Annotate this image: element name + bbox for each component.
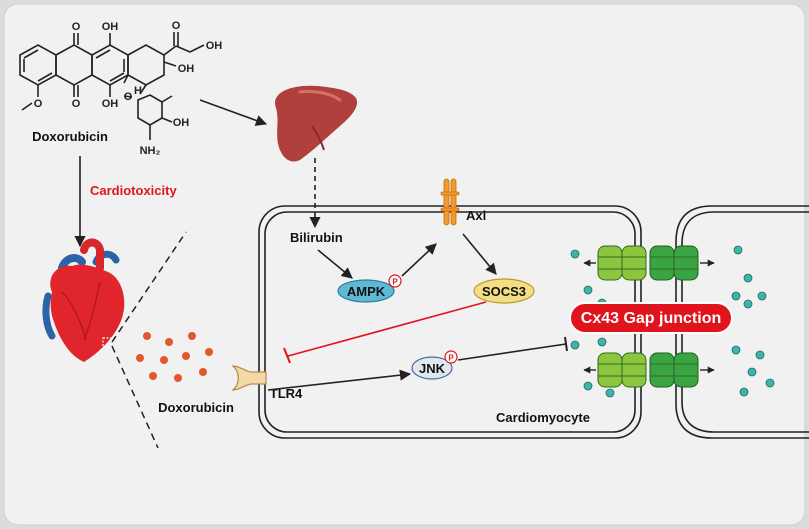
zoom-line-top <box>111 231 187 343</box>
socs3-node: SOCS3 <box>473 278 535 304</box>
jnk-node: JNK <box>411 356 453 380</box>
inhibition-socs3-to-tlr4 <box>287 301 487 357</box>
doxorubicin-label: Doxorubicin <box>32 129 108 144</box>
svg-text:OH: OH <box>178 63 195 75</box>
arrow-dox-to-liver <box>199 99 268 126</box>
figure-panel <box>3 3 806 526</box>
svg-text:JNK: JNK <box>419 361 446 376</box>
liver-icon <box>275 85 358 162</box>
ampk-node: AMPK <box>337 279 395 303</box>
svg-text:O: O <box>72 21 81 33</box>
arrow-axl-to-socs3 <box>462 233 497 275</box>
svg-text:O: O <box>34 98 43 110</box>
svg-text:O: O <box>72 98 81 110</box>
svg-text:OH: OH <box>173 117 190 129</box>
svg-text:O: O <box>172 20 181 32</box>
jnk-phospho-badge: P <box>444 350 458 364</box>
neighbor-cell-outer <box>675 205 809 439</box>
svg-text:SOCS3: SOCS3 <box>482 284 526 299</box>
ampk-phospho-badge: P <box>388 274 402 288</box>
gap-junction-top <box>583 245 715 281</box>
svg-text:AMPK: AMPK <box>347 284 386 299</box>
svg-text:P: P <box>392 278 398 287</box>
tlr4-label: TLR4 <box>270 386 303 401</box>
svg-text:Cx43 Gap junction: Cx43 Gap junction <box>581 310 721 327</box>
tlr4-receptor-icon <box>231 365 267 391</box>
axl-label: Axl <box>466 208 486 223</box>
doxorubicin-structure <box>19 32 205 140</box>
doxorubicin-atom-labels: O O O OH OH O OH OH H O OH NH₂ <box>34 20 223 157</box>
svg-text:NH₂: NH₂ <box>140 145 161 157</box>
gap-junction-bottom <box>583 352 715 388</box>
svg-text:H: H <box>134 85 142 97</box>
doxorubicin-particles <box>136 332 213 382</box>
svg-text:P: P <box>448 354 454 363</box>
inhibition-jnk-to-cx43 <box>457 343 567 361</box>
cardiotoxicity-label: Cardiotoxicity <box>90 183 177 198</box>
arrow-tlr4-to-jnk <box>267 369 412 391</box>
doxorubicin-outside-label: Doxorubicin <box>158 400 234 415</box>
bilirubin-label: Bilirubin <box>290 230 343 245</box>
arrow-ampk-to-axl <box>401 243 437 277</box>
axl-receptor-icon <box>440 178 460 226</box>
svg-text:OH: OH <box>102 98 119 110</box>
zoom-line-bottom <box>111 345 159 449</box>
cx43-gap-junction-badge: Cx43 Gap junction <box>569 302 733 334</box>
cardiomyocyte-label: Cardiomyocyte <box>496 410 590 425</box>
svg-text:O: O <box>124 91 133 103</box>
svg-text:OH: OH <box>102 21 119 33</box>
heart-icon <box>42 238 125 362</box>
svg-text:OH: OH <box>206 40 223 52</box>
arrow-bilirubin-to-ampk <box>317 249 353 279</box>
